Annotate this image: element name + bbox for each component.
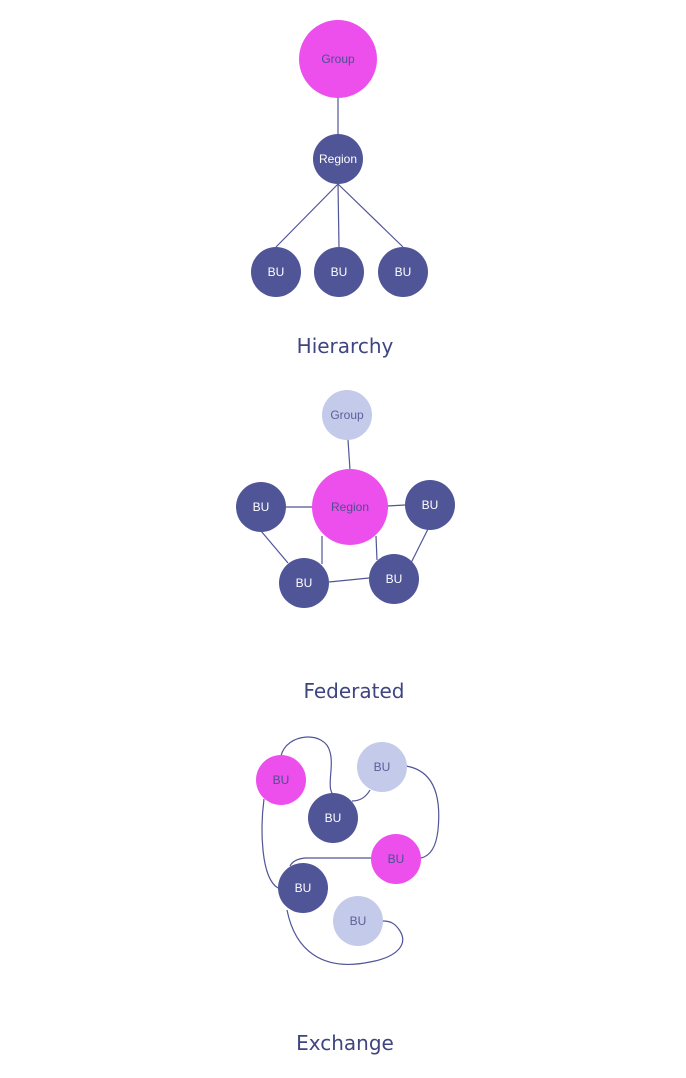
node-bu: BU (278, 863, 328, 913)
svg-text:BU: BU (350, 914, 367, 928)
svg-text:Group: Group (321, 52, 355, 66)
hierarchy-title: Hierarchy (297, 334, 394, 358)
edge-bottom-loop (286, 909, 404, 965)
node-group: Group (322, 390, 372, 440)
svg-text:BU: BU (268, 265, 285, 279)
edge-group-region (347, 439, 351, 471)
node-bu: BU (405, 480, 455, 530)
edge-region-bu-1 (275, 183, 339, 248)
node-region: Region (312, 469, 388, 545)
node-group: Group (299, 20, 377, 98)
edge-bu-lightblue-bu-navy (351, 789, 371, 802)
edge-region-bu-3 (337, 183, 404, 248)
edge-right-loop (405, 765, 440, 859)
node-bu: BU (371, 834, 421, 884)
svg-text:BU: BU (386, 572, 403, 586)
node-bu: BU (369, 554, 419, 604)
svg-text:Region: Region (319, 152, 357, 166)
edge-bu-right-bu-bottom-right (410, 528, 429, 564)
svg-text:Region: Region (331, 500, 369, 514)
exchange-title: Exchange (296, 1031, 394, 1055)
svg-text:BU: BU (273, 773, 290, 787)
node-bu: BU (256, 755, 306, 805)
svg-text:BU: BU (295, 881, 312, 895)
svg-text:BU: BU (395, 265, 412, 279)
svg-text:Group: Group (330, 408, 364, 422)
node-region: Region (313, 134, 363, 184)
federated-title: Federated (303, 679, 404, 703)
svg-text:BU: BU (253, 500, 270, 514)
exchange-diagram: BU BU BU BU BU BU Exchange (256, 736, 440, 1055)
node-bu: BU (357, 742, 407, 792)
edge-loop-top (280, 736, 339, 799)
edge-bu-left-bu-bottom-left (260, 530, 289, 564)
edge-bu-magenta-bu-navy (289, 857, 371, 867)
node-bu: BU (333, 896, 383, 946)
node-bu: BU (279, 558, 329, 608)
node-bu: BU (378, 247, 428, 297)
node-bu: BU (251, 247, 301, 297)
federated-diagram: Group Region BU BU BU BU Federated (236, 390, 455, 703)
svg-text:BU: BU (374, 760, 391, 774)
edge-region-bu-right (386, 504, 406, 507)
edge-region-bu-2 (337, 183, 340, 248)
svg-text:BU: BU (331, 265, 348, 279)
node-bu: BU (308, 793, 358, 843)
edge-bu-bottom-left-bu-bottom-right (328, 577, 370, 583)
edge-left-long (261, 798, 279, 889)
svg-text:BU: BU (422, 498, 439, 512)
edge-region-bu-bottom-right (375, 535, 378, 561)
node-bu: BU (236, 482, 286, 532)
svg-text:BU: BU (388, 852, 405, 866)
svg-text:BU: BU (325, 811, 342, 825)
hierarchy-diagram: Group Region BU BU BU Hierarchy (251, 20, 428, 358)
node-bu: BU (314, 247, 364, 297)
svg-text:BU: BU (296, 576, 313, 590)
